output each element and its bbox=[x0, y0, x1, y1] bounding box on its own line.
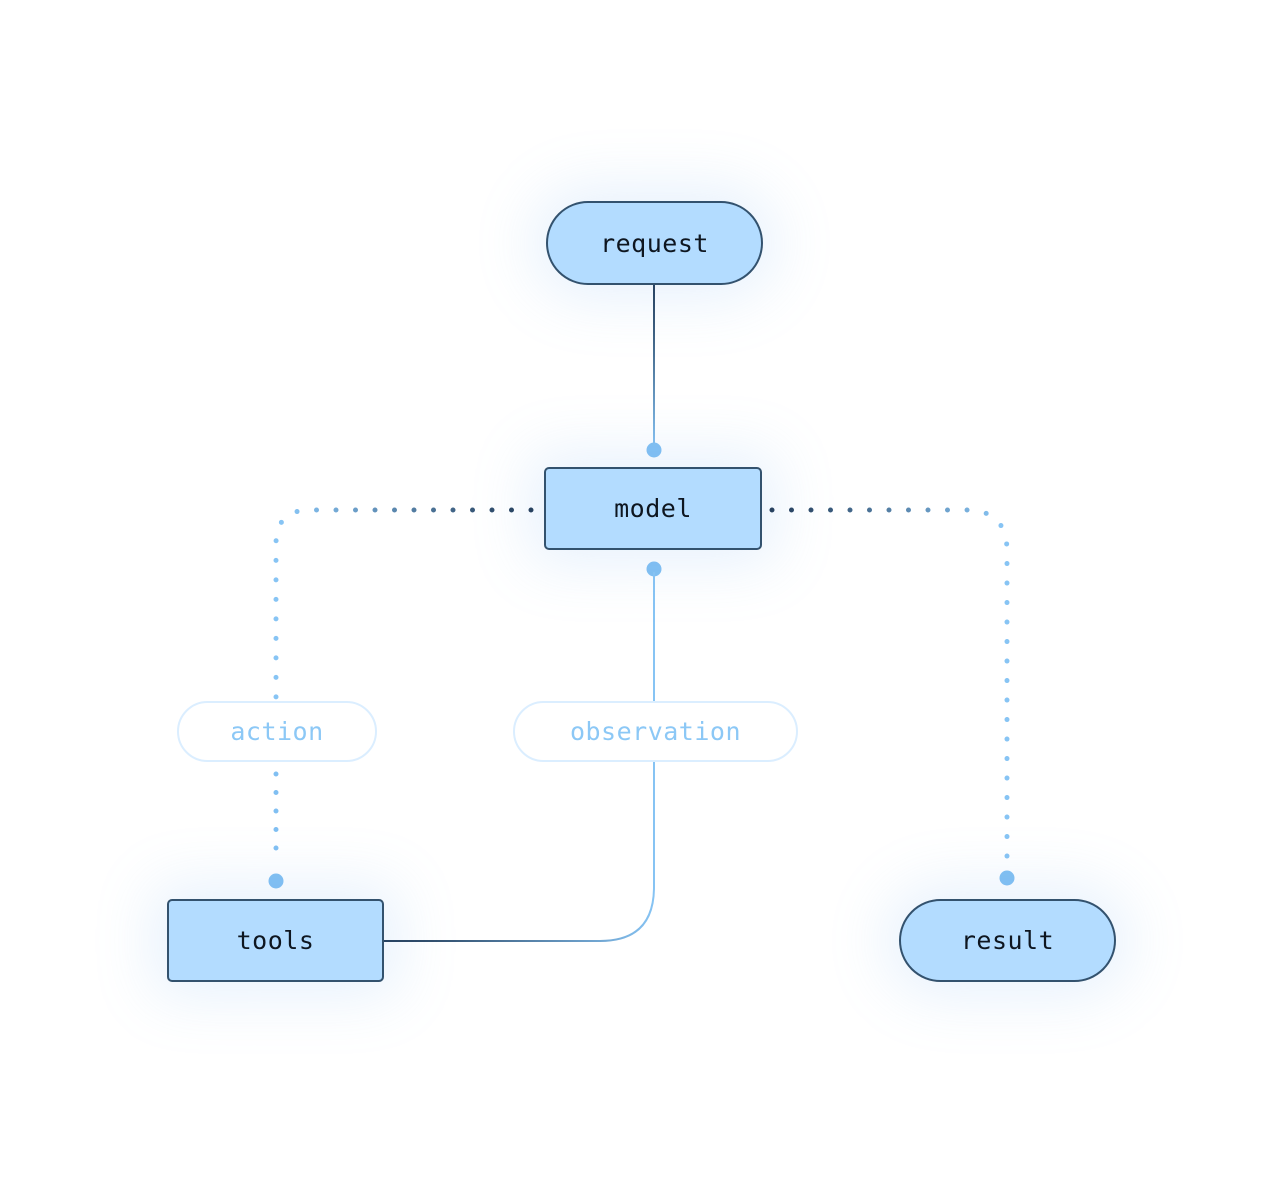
edge-model-result-dotted bbox=[769, 507, 1010, 865]
edge-tools-observation bbox=[384, 762, 655, 942]
edge-model-tools-endpoint bbox=[268, 873, 284, 889]
edge-label-action: action bbox=[177, 701, 377, 762]
edge-label-observation: observation bbox=[513, 701, 798, 762]
edge-request-model-endpoint bbox=[646, 442, 662, 458]
edge-model-result-endpoint bbox=[999, 870, 1015, 886]
node-tools: tools bbox=[167, 899, 384, 982]
edge-tools-model-endpoint bbox=[646, 561, 662, 577]
node-model: model bbox=[544, 467, 762, 550]
node-request: request bbox=[546, 201, 763, 285]
node-result: result bbox=[899, 899, 1116, 982]
edge-model-tools-dotted bbox=[273, 507, 534, 703]
